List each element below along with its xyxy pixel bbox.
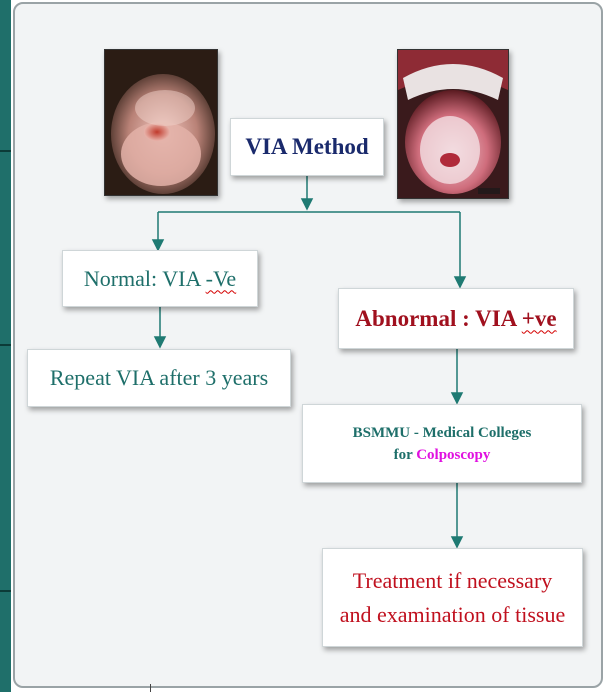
referral-line-2: for Colposcopy xyxy=(394,444,491,466)
referral-line-1: BSMMU - Medical Colleges xyxy=(353,422,532,444)
bottom-tick xyxy=(150,684,151,692)
treatment-line-1: Treatment if necessary xyxy=(353,564,553,598)
arrow-head xyxy=(452,537,462,547)
arrow-head xyxy=(455,277,465,287)
via-method-label: VIA Method xyxy=(245,134,368,160)
arrow-head xyxy=(452,393,462,403)
repeat-via-label: Repeat VIA after 3 years xyxy=(50,365,268,391)
abnormal-result-label: Abnormal : VIA +ve xyxy=(355,306,556,332)
colposcopy-highlight: Colposcopy xyxy=(416,447,490,463)
colposcopy-referral-box: BSMMU - Medical Colleges for Colposcopy xyxy=(302,404,582,483)
abnormal-result-box: Abnormal : VIA +ve xyxy=(338,288,574,349)
repeat-via-box: Repeat VIA after 3 years xyxy=(27,349,291,407)
treatment-line-2: and examination of tissue xyxy=(340,598,565,632)
arrow-head xyxy=(153,240,163,250)
arrow-head xyxy=(155,337,165,347)
treatment-box: Treatment if necessary and examination o… xyxy=(322,548,583,647)
arrow-head xyxy=(302,199,312,209)
via-method-box: VIA Method xyxy=(230,118,384,176)
normal-result-box: Normal: VIA -Ve xyxy=(62,250,258,307)
normal-result-label: Normal: VIA -Ve xyxy=(84,266,236,292)
